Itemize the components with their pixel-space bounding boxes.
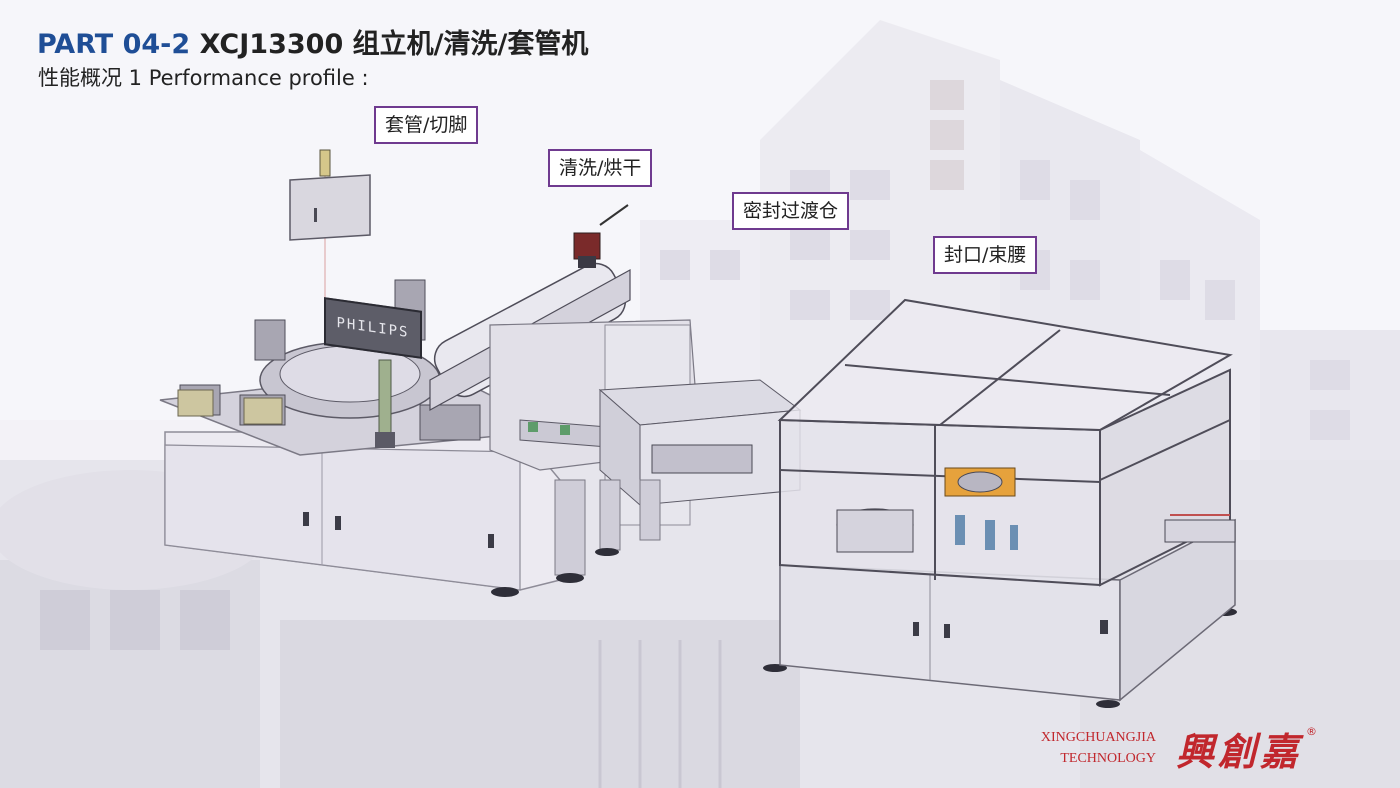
callout-cleaning-drying: 清洗/烘干 <box>548 149 653 187</box>
nameplate-text: PHILIPS <box>336 314 410 342</box>
part-number: PART 04-2 <box>37 29 191 60</box>
machine-model: XCJ13300 组立机/清洗/套管机 <box>199 29 589 60</box>
page-title: PART 04-2 XCJ13300 组立机/清洗/套管机 <box>37 22 588 61</box>
callout-sleeving-leg-cutting: 套管/切脚 <box>374 106 479 144</box>
callout-label: 封口/束腰 <box>944 244 1027 266</box>
callout-sealing-necking: 封口/束腰 <box>933 236 1038 274</box>
company-name-line2: TECHNOLOGY <box>1060 751 1156 766</box>
page-subtitle: 性能概况 1 Performance profile : <box>38 66 369 90</box>
callout-label: 套管/切脚 <box>385 114 468 136</box>
company-name-cn: 興創嘉 <box>1176 729 1303 774</box>
registered-mark: ® <box>1306 725 1317 738</box>
company-logo: XINGCHUANGJIA TECHNOLOGY 興創嘉 ® <box>1036 725 1366 775</box>
company-name-en: XINGCHUANGJIA TECHNOLOGY <box>1036 727 1156 769</box>
callout-sealing-transition-chamber: 密封过渡仓 <box>732 192 850 230</box>
company-name-line1: XINGCHUANGJIA <box>1040 730 1156 745</box>
callout-label: 清洗/烘干 <box>559 157 642 179</box>
callout-label: 密封过渡仓 <box>743 200 839 222</box>
